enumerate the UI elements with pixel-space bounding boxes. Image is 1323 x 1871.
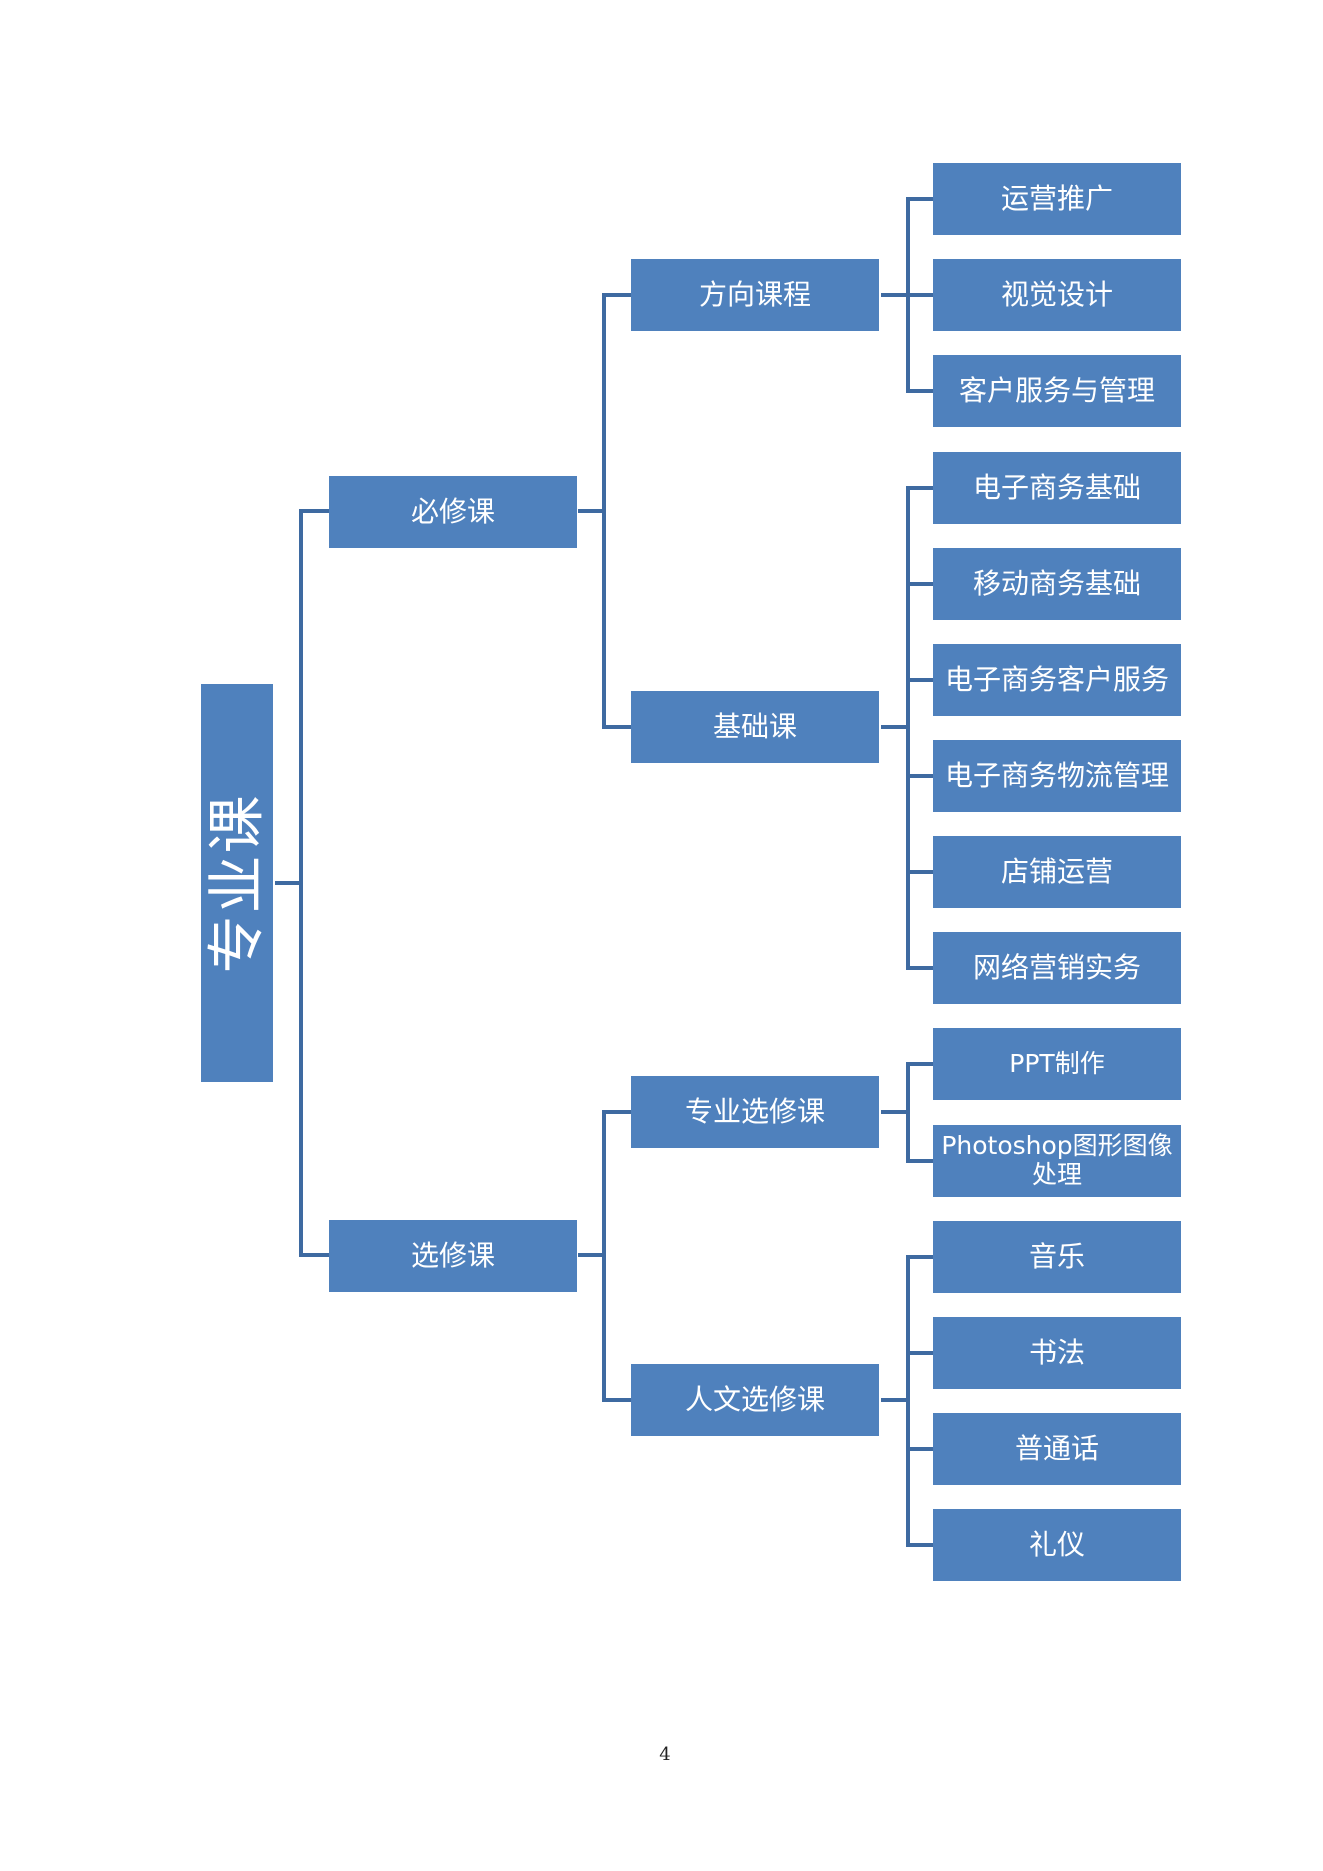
leaf-course: 礼仪	[933, 1509, 1181, 1581]
leaf-course: 普通话	[933, 1413, 1181, 1485]
leaf-course: 视觉设计	[933, 259, 1181, 331]
node-root: 专业课	[201, 684, 273, 1082]
node-basic-courses: 基础课	[631, 691, 879, 763]
node-direction-courses: 方向课程	[631, 259, 879, 331]
leaf-course: 电子商务基础	[933, 452, 1181, 524]
leaf-course: 网络营销实务	[933, 932, 1181, 1004]
page-number: 4	[659, 1744, 671, 1765]
leaf-course: 书法	[933, 1317, 1181, 1389]
node-professional-electives: 专业选修课	[631, 1076, 879, 1148]
leaf-course: 电子商务客户服务	[933, 644, 1181, 716]
leaf-course: 客户服务与管理	[933, 355, 1181, 427]
leaf-course: Photoshop图形图像处理	[933, 1125, 1181, 1197]
node-root-label: 专业课	[202, 792, 271, 974]
leaf-course: 音乐	[933, 1221, 1181, 1293]
leaf-course: 移动商务基础	[933, 548, 1181, 620]
node-humanities-electives: 人文选修课	[631, 1364, 879, 1436]
leaf-course: PPT制作	[933, 1028, 1181, 1100]
leaf-course: 运营推广	[933, 163, 1181, 235]
leaf-course: 电子商务物流管理	[933, 740, 1181, 812]
node-required: 必修课	[329, 476, 577, 548]
node-elective: 选修课	[329, 1220, 577, 1292]
leaf-course: 店铺运营	[933, 836, 1181, 908]
